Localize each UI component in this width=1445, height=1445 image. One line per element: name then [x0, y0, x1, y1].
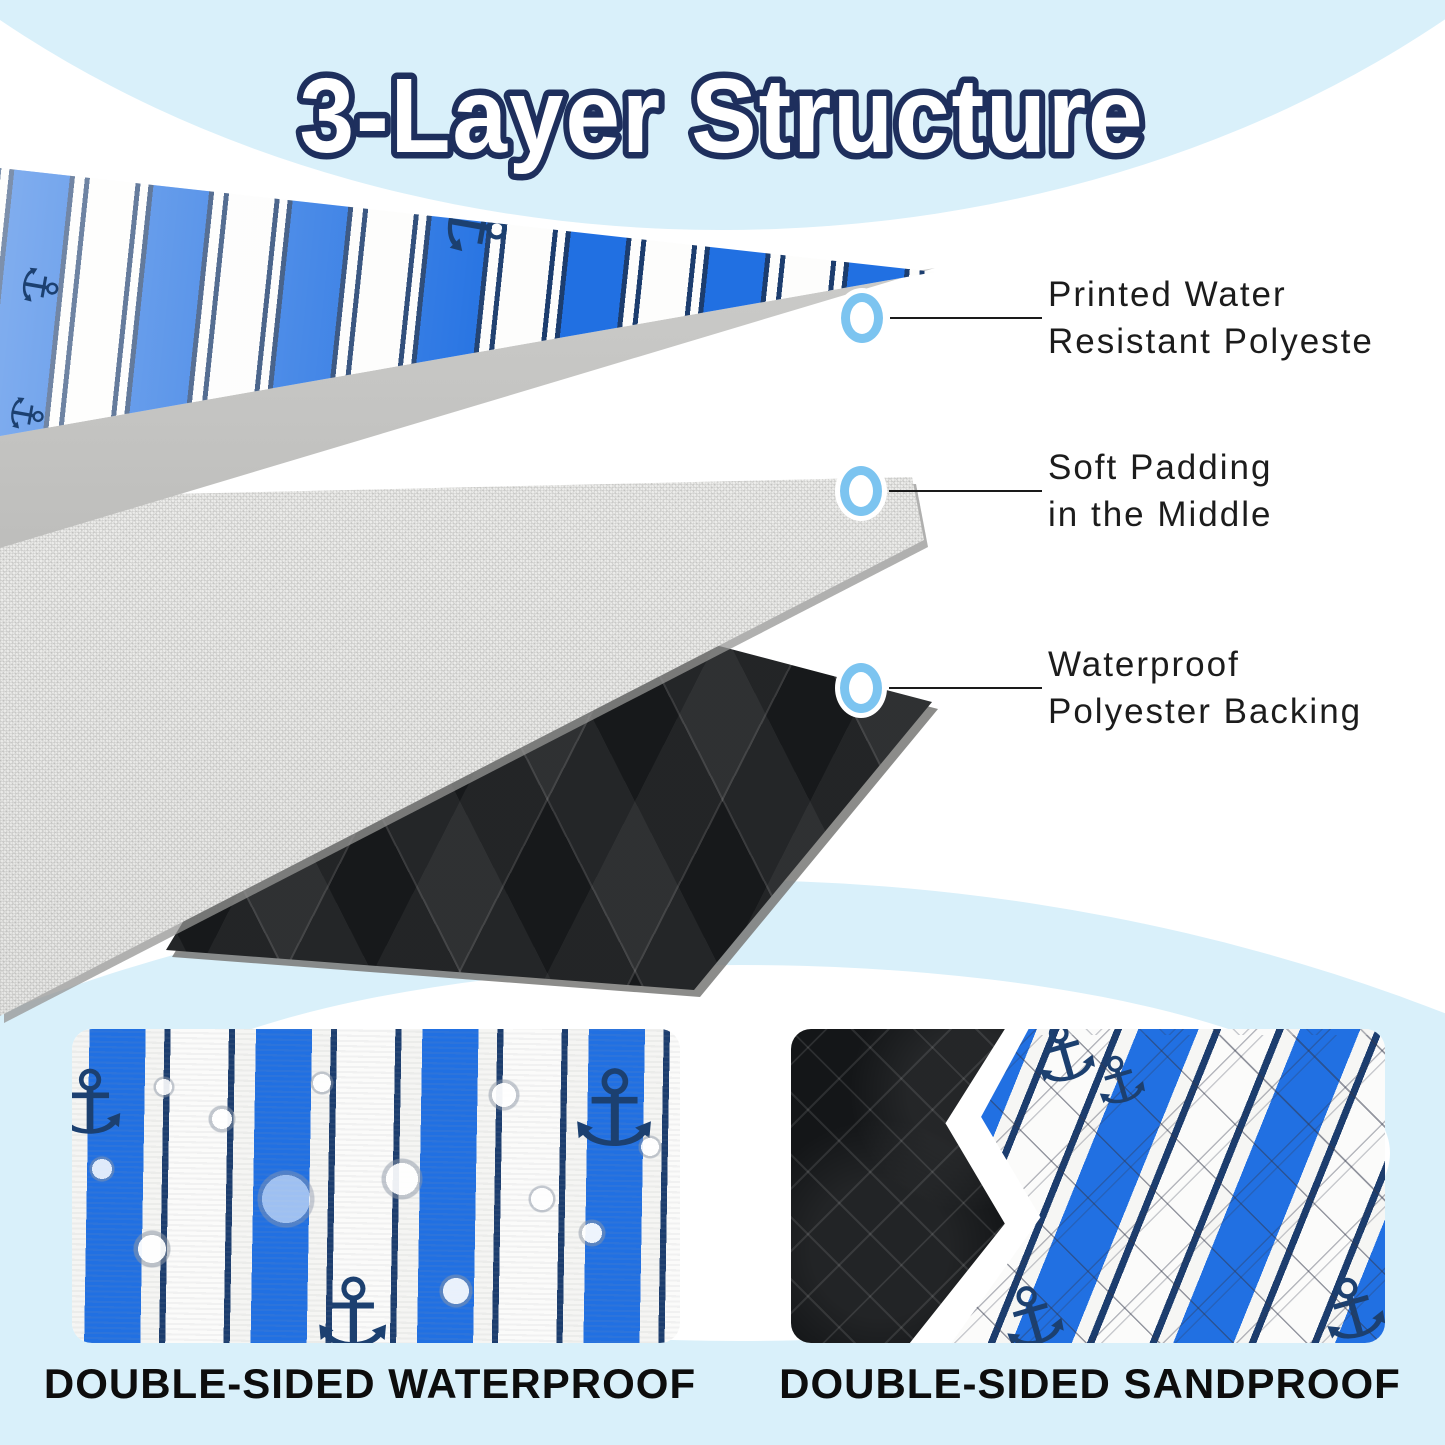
- callout-label-line: Polyester Backing: [1048, 692, 1363, 731]
- callout-label-top-layer: Printed Water Resistant Polyeste: [1048, 271, 1445, 365]
- quilted-striped-fabric: ⚓ ⚓ ⚓ ⚓: [951, 1029, 1385, 1343]
- callout-marker-top-layer: [841, 293, 883, 343]
- callout-label-line: Soft Padding: [1048, 448, 1273, 487]
- sandproof-feature-image: ⚓ ⚓ ⚓ ⚓: [791, 1029, 1385, 1343]
- callout-label-line: in the Middle: [1048, 495, 1273, 534]
- page-title: 3-Layer Structure: [293, 51, 1149, 182]
- callout-marker-bottom-layer: [840, 663, 882, 713]
- callout-label-line: Printed Water: [1048, 275, 1287, 314]
- water-droplets-overlay: [72, 1029, 680, 1343]
- callout-line-bottom: [889, 687, 1042, 689]
- waterproof-feature-image: ⚓ ⚓ ⚓: [72, 1029, 680, 1343]
- caption-sandproof: DOUBLE-SIDED SANDPROOF: [779, 1360, 1401, 1407]
- callout-label-line: Waterproof: [1048, 645, 1240, 684]
- anchor-icon: ⚓: [8, 259, 71, 313]
- callout-line-top: [890, 317, 1042, 319]
- page-title-text: 3-Layer Structure: [300, 57, 1145, 175]
- callout-label-line: Resistant Polyeste: [1048, 322, 1374, 361]
- callout-label-middle-layer: Soft Padding in the Middle: [1048, 444, 1445, 538]
- callout-line-middle: [889, 490, 1042, 492]
- callout-marker-middle-layer: [840, 466, 882, 516]
- caption-waterproof: DOUBLE-SIDED WATERPROOF: [43, 1360, 697, 1407]
- quilt-stitch-overlay: [951, 1029, 1385, 1343]
- callout-label-bottom-layer: Waterproof Polyester Backing: [1048, 641, 1445, 735]
